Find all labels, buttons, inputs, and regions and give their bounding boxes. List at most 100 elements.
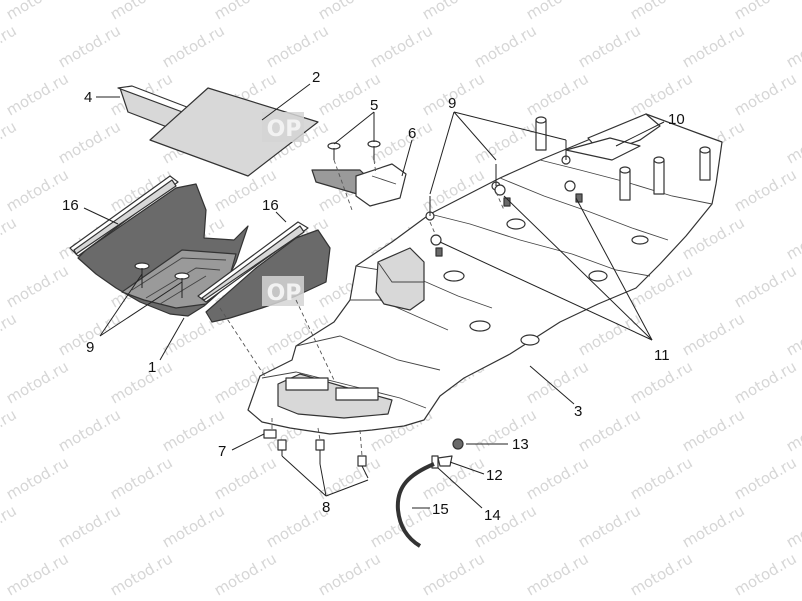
watermark-text: motod.ru: [523, 357, 592, 407]
part-15-hose: [395, 462, 435, 548]
watermark-text: motod.ru: [107, 453, 176, 503]
callout-7: 7: [218, 443, 226, 460]
watermark-text: motod.ru: [575, 309, 644, 359]
watermark-text: motod.ru: [627, 0, 696, 23]
watermark-text: motod.ru: [627, 549, 696, 599]
callout-3: 3: [574, 403, 582, 420]
callout-2: 2: [312, 69, 320, 86]
callout-1: 1: [148, 359, 156, 376]
watermark-text: motod.ru: [523, 453, 592, 503]
watermark-text: motod.ru: [211, 453, 280, 503]
watermark-text: motod.ru: [679, 501, 748, 551]
svg-text:OP: OP: [267, 117, 302, 142]
callout-5: 5: [370, 97, 378, 114]
watermark-text: motod.ru: [731, 0, 800, 23]
watermark-text: motod.ru: [627, 357, 696, 407]
watermark-text: motod.ru: [0, 213, 20, 263]
watermark-text: motod.ru: [783, 117, 802, 167]
part-3-main-frame: [247, 113, 723, 435]
watermark-text: motod.ru: [575, 21, 644, 71]
part-9-screws-frame: [425, 140, 571, 221]
part-5-screws: [327, 140, 381, 160]
watermark-text: motod.ru: [0, 117, 20, 167]
callout-14: 14: [484, 507, 501, 524]
watermark-text: motod.ru: [627, 69, 696, 119]
watermark-text: motod.ru: [107, 357, 176, 407]
watermark-text: motod.ru: [55, 405, 124, 455]
watermark-text: motod.ru: [731, 453, 800, 503]
part-11-washers: [430, 180, 583, 257]
watermark-text: motod.ru: [0, 405, 20, 455]
watermark-text: motod.ru: [159, 501, 228, 551]
callout-8: 8: [322, 499, 330, 516]
callout-11: 11: [654, 347, 670, 364]
callout-9-left: 9: [86, 339, 94, 356]
callout-labels: 4 2 5 6 9 10 16 16 9 1 11 3 7 13 12 8 15…: [62, 69, 685, 524]
watermark-text: motod.ru: [731, 357, 800, 407]
watermark-text: motod.ru: [471, 405, 540, 455]
watermark-text: motod.ru: [731, 261, 800, 311]
watermark-text: motod.ru: [3, 357, 72, 407]
callout-16-right: 16: [262, 197, 279, 214]
watermark-text: motod.ru: [575, 405, 644, 455]
watermark-text: motod.ru: [523, 549, 592, 599]
part-8-bolts: [277, 439, 369, 479]
watermark-text: motod.ru: [367, 21, 436, 71]
watermark-text: motod.ru: [55, 117, 124, 167]
watermark-text: motod.ru: [315, 549, 384, 599]
watermark-text: motod.ru: [211, 0, 280, 23]
part-16-rail-right: [197, 221, 309, 303]
watermark-text: motod.ru: [523, 69, 592, 119]
watermark-text: motod.ru: [731, 69, 800, 119]
watermark-text: motod.ru: [783, 21, 802, 71]
watermark-text: motod.ru: [419, 453, 488, 503]
watermark-text: motod.ru: [3, 549, 72, 599]
watermark-text: motod.ru: [419, 549, 488, 599]
watermark-text: motod.ru: [55, 501, 124, 551]
callout-15: 15: [432, 501, 449, 518]
callout-10: 10: [668, 111, 685, 128]
watermark-text: motod.ru: [783, 213, 802, 263]
watermark-text: motod.ru: [783, 501, 802, 551]
watermark-text: motod.ru: [523, 0, 592, 23]
callout-9-top: 9: [448, 95, 456, 112]
watermark-text: motod.ru: [783, 309, 802, 359]
part-7-nut: [263, 429, 277, 439]
watermark-ghost-box: OP OP: [262, 112, 304, 306]
part-12-clamp: [437, 455, 453, 467]
watermark-text: motod.ru: [55, 21, 124, 71]
watermark-text: motod.ru: [3, 261, 72, 311]
watermark-text: motod.ru: [783, 405, 802, 455]
leader-lines: [83, 83, 665, 509]
callout-12: 12: [486, 467, 503, 484]
watermark-text: motod.ru: [3, 69, 72, 119]
watermark-text: motod.ru: [211, 549, 280, 599]
callout-16-left: 16: [62, 197, 79, 214]
watermark-text: motod.ru: [679, 21, 748, 71]
watermark-text: motod.ru: [0, 501, 20, 551]
part-13-cap: [452, 438, 464, 450]
callout-13: 13: [512, 436, 529, 453]
watermark-text: motod.ru: [107, 0, 176, 23]
watermark-text: motod.ru: [0, 309, 20, 359]
callout-4: 4: [84, 89, 92, 106]
watermark-text: motod.ru: [731, 165, 800, 215]
watermark-text: motod.ru: [3, 453, 72, 503]
svg-text:OP: OP: [267, 281, 302, 306]
watermark-text: motod.ru: [627, 453, 696, 503]
watermark-text: motod.ru: [575, 501, 644, 551]
callout-6: 6: [408, 125, 416, 142]
watermark-text: motod.ru: [0, 21, 20, 71]
watermark-text: motod.ru: [315, 0, 384, 23]
part-16-rail-left: [69, 175, 179, 257]
watermark-text: motod.ru: [471, 501, 540, 551]
watermark-text: motod.ru: [107, 549, 176, 599]
watermark-text: motod.ru: [263, 21, 332, 71]
watermark-text: motod.ru: [471, 21, 540, 71]
watermark-text: motod.ru: [419, 0, 488, 23]
watermark-text: motod.ru: [731, 549, 800, 599]
part-14-fitting: [431, 455, 439, 469]
part-9-screws-left: [134, 262, 190, 298]
